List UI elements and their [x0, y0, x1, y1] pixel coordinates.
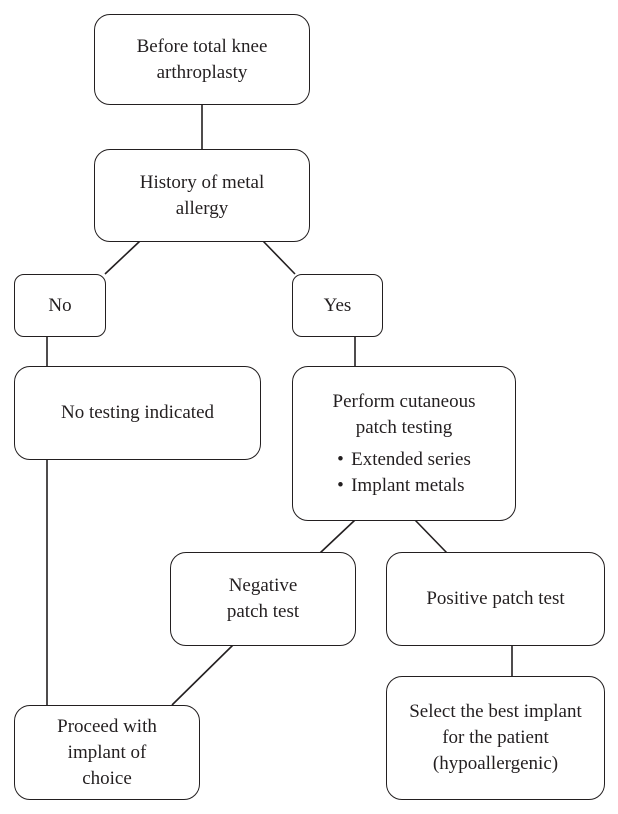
node-select-best-implant: Select the best implant for the patient …: [386, 676, 605, 800]
node-negative-patch-test: Negative patch test: [170, 552, 356, 646]
node-history-line-1: History of metal: [139, 171, 265, 193]
node-before-tka: Before total knee arthroplasty: [94, 14, 310, 105]
node-history-metal-allergy: History of metal allergy: [94, 149, 310, 242]
node-perform-patch-testing: Perform cutaneous patch testing Extended…: [292, 366, 516, 521]
node-no-testing-indicated: No testing indicated: [14, 366, 261, 460]
node-before-tka-line-2: arthroplasty: [156, 61, 248, 83]
node-select-line-1: Select the best implant: [409, 701, 582, 722]
node-positive-patch-test: Positive patch test: [386, 552, 605, 646]
node-negative-line-1: Negative: [228, 575, 298, 596]
node-patch-line-1: Perform cutaneous: [332, 390, 476, 412]
node-yes: Yes: [292, 274, 383, 337]
edge-negative-to-proceed: [171, 644, 234, 706]
node-history-line-2: allergy: [175, 197, 229, 219]
bullet-item: Implant metals: [337, 473, 471, 499]
node-patch-line-2: patch testing: [355, 416, 453, 438]
node-no: No: [14, 274, 106, 337]
edge-patch-to-negative: [319, 519, 356, 554]
node-proceed-line-1: Proceed with: [57, 715, 157, 737]
node-no-testing-label: No testing indicated: [60, 402, 215, 423]
node-proceed-line-2: implant of: [67, 741, 147, 763]
node-positive-label: Positive patch test: [426, 588, 565, 609]
patch-testing-bullet-list: Extended series Implant metals: [337, 447, 471, 499]
node-select-line-2: for the patient: [442, 727, 549, 748]
node-before-tka-line-1: Before total knee: [136, 35, 268, 57]
edge-patch-to-positive: [414, 519, 448, 554]
node-select-line-3: (hypoallergenic): [432, 753, 559, 774]
node-proceed-line-3: choice: [82, 767, 132, 789]
bullet-item: Extended series: [337, 447, 471, 473]
edge-history-to-yes: [262, 240, 296, 275]
node-yes-label: Yes: [323, 294, 352, 316]
node-negative-line-2: patch test: [226, 601, 300, 622]
node-proceed-with-implant: Proceed with implant of choice: [14, 705, 200, 800]
edge-history-to-no: [104, 240, 141, 275]
node-no-label: No: [48, 294, 72, 316]
